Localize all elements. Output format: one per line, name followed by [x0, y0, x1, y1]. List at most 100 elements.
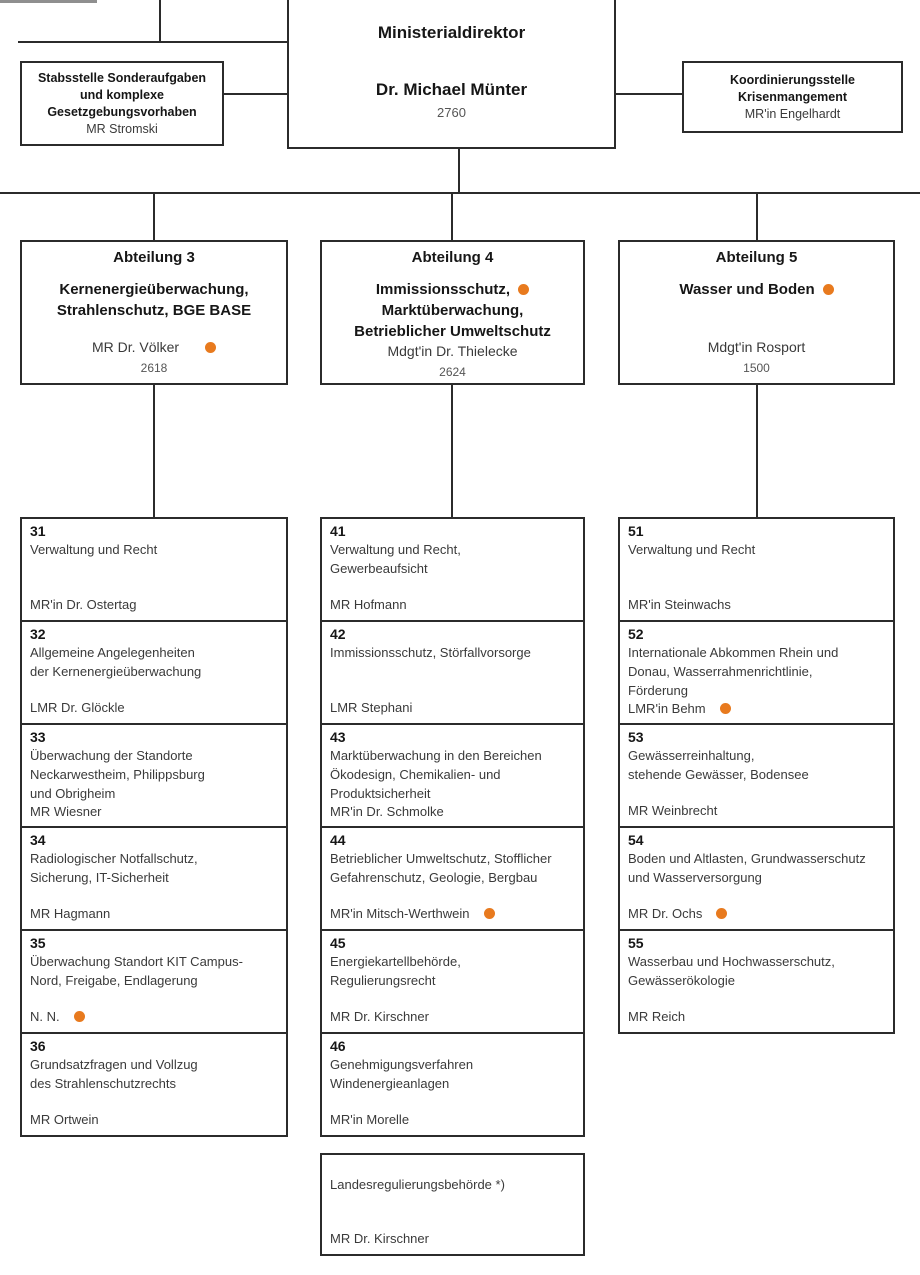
- department-head: Mdgt'in Rosport: [708, 338, 806, 357]
- unit-head: LMR Stephani: [330, 699, 412, 717]
- unit-head: MR Weinbrecht: [628, 802, 717, 820]
- department-subtitle-line: Kernenergieüberwachung,: [59, 281, 249, 298]
- unit-number: 52: [628, 626, 644, 642]
- unit-description: Verwaltung und Recht: [628, 542, 756, 557]
- department-head-name: MR Dr. Völker: [91, 339, 180, 355]
- department-header-abteilung-4: Abteilung 4 Immissionsschutz, Marktüberw…: [320, 240, 585, 385]
- unit-head: MR Dr. Ochs: [628, 905, 728, 923]
- unit-head-name: MR'in Steinwachs: [628, 597, 731, 612]
- unit-description: Überwachung Standort KIT Campus- Nord, F…: [30, 954, 243, 988]
- unit-description: Verwaltung und Recht, Gewerbeaufsicht: [330, 542, 461, 576]
- unit-number: 36: [30, 1038, 46, 1054]
- unit-description: Immissionsschutz, Störfallvorsorge: [330, 645, 531, 660]
- connector-line: [451, 193, 453, 240]
- unit-head-name: LMR'in Behm: [628, 701, 706, 716]
- status-dot-icon: [822, 284, 834, 295]
- department-title: Abteilung 3: [113, 249, 195, 266]
- unit-head-name: MR'in Dr. Schmolke: [330, 804, 444, 819]
- unit-box-33: 33 Überwachung der Standorte Neckarwesth…: [20, 723, 288, 828]
- department-subtitle: Wasser und Boden: [679, 279, 834, 300]
- unit-head: MR'in Dr. Schmolke: [330, 803, 444, 821]
- unit-head-name: MR'in Morelle: [330, 1112, 410, 1127]
- unit-box-51: 51 Verwaltung und Recht MR'in Steinwachs: [618, 517, 895, 622]
- unit-box-45: 45 Energiekartellbehörde, Regulierungsre…: [320, 929, 585, 1034]
- unit-description: Genehmigungsverfahren Windenergieanlagen: [330, 1057, 474, 1091]
- staff-unit-head: MR Stromski: [86, 121, 158, 136]
- connector-line: [614, 93, 684, 95]
- department-phone: 2624: [439, 365, 466, 379]
- unit-head-name: MR'in Mitsch-Werthwein: [330, 906, 470, 921]
- connector-line: [756, 384, 758, 517]
- connector-line: [0, 192, 920, 194]
- department-subtitle-line: Wasser und Boden: [679, 279, 834, 300]
- staff-unit-title-line: Stabsstelle Sonderaufgaben: [37, 70, 207, 85]
- unit-number: 33: [30, 729, 46, 745]
- unit-description: Gewässerreinhaltung, stehende Gewässer, …: [628, 748, 809, 782]
- unit-head: MR Hagmann: [30, 905, 110, 923]
- unit-number: 45: [330, 935, 346, 951]
- unit-head-name: MR Ortwein: [30, 1112, 99, 1127]
- unit-box-31: 31 Verwaltung und Recht MR'in Dr. Ostert…: [20, 517, 288, 622]
- cropped-box-edge: [0, 0, 97, 3]
- unit-number: 41: [330, 523, 346, 539]
- unit-head: MR Ortwein: [30, 1111, 99, 1129]
- unit-head-name: LMR Stephani: [330, 700, 413, 715]
- coordination-title-line: Koordinierungsstelle: [729, 72, 856, 87]
- department-head-name: Mdgt'in Dr. Thielecke: [387, 343, 518, 359]
- connector-line: [222, 93, 289, 95]
- unit-description: Boden und Altlasten, Grundwasserschutz u…: [628, 851, 866, 885]
- unit-number: 34: [30, 832, 46, 848]
- unit-description: Energiekartellbehörde, Regulierungsrecht: [330, 954, 461, 988]
- department-header-abteilung-3: Abteilung 3 Kernenergieüberwachung, Stra…: [20, 240, 288, 385]
- unit-description: Betrieblicher Umweltschutz, Stofflicher …: [330, 851, 552, 885]
- unit-description: Wasserbau und Hochwasserschutz, Gewässer…: [628, 954, 835, 988]
- unit-box-43: 43 Marktüberwachung in den Bereichen Öko…: [320, 723, 585, 828]
- staff-unit-title-line: Gesetzgebungsvorhaben: [47, 104, 197, 119]
- unit-box-52: 52 Internationale Abkommen Rhein und Don…: [618, 620, 895, 725]
- unit-head: MR'in Dr. Ostertag: [30, 596, 137, 614]
- unit-head: LMR'in Behm: [628, 700, 731, 718]
- department-head: MR Dr. Völker: [91, 338, 217, 357]
- unit-description: Verwaltung und Recht: [30, 542, 158, 557]
- unit-box-53: 53 Gewässerreinhaltung, stehende Gewässe…: [618, 723, 895, 828]
- status-dot-icon: [518, 284, 530, 295]
- unit-head: MR Dr. Kirschner: [330, 1008, 429, 1026]
- unit-head-name: MR Dr. Ochs: [628, 906, 703, 921]
- unit-head: N. N.: [30, 1008, 85, 1026]
- unit-head: MR'in Steinwachs: [628, 596, 731, 614]
- unit-head-name: MR Reich: [628, 1009, 686, 1024]
- department-title: Abteilung 4: [411, 249, 494, 266]
- unit-head-name: MR'in Dr. Ostertag: [30, 597, 137, 612]
- coordination-title-line: Krisenmangement: [737, 89, 848, 104]
- unit-number: 35: [30, 935, 46, 951]
- unit-number: 51: [628, 523, 644, 539]
- director-title: Ministerialdirektor: [377, 23, 526, 42]
- coordination-head: MR'in Engelhardt: [744, 106, 841, 121]
- unit-number: 32: [30, 626, 46, 642]
- connector-line: [18, 41, 289, 43]
- status-dot-icon: [483, 908, 495, 919]
- department-subtitle: Immissionsschutz, Marktüberwachung, Betr…: [354, 279, 551, 342]
- connector-line: [153, 193, 155, 240]
- special-unit-head: MR Dr. Kirschner: [330, 1231, 429, 1246]
- status-dot-icon: [719, 703, 731, 714]
- unit-box-46: 46 Genehmigungsverfahren Windenergieanla…: [320, 1032, 585, 1137]
- unit-box-44: 44 Betrieblicher Umweltschutz, Stofflich…: [320, 826, 585, 931]
- unit-number: 44: [330, 832, 346, 848]
- director-box: Ministerialdirektor Dr. Michael Münter 2…: [287, 0, 616, 149]
- unit-description: Überwachung der Standorte Neckarwestheim…: [30, 748, 205, 801]
- connector-line: [153, 384, 155, 517]
- department-subtitle-text: Wasser und Boden: [679, 281, 815, 298]
- department-subtitle-line: Betrieblicher Umweltschutz: [354, 323, 551, 340]
- unit-box-34: 34 Radiologischer Notfallschutz, Sicheru…: [20, 826, 288, 931]
- special-unit-box-landesregulierungsbehoerde: Landesregulierungsbehörde *) MR Dr. Kirs…: [320, 1153, 585, 1256]
- unit-number: 53: [628, 729, 644, 745]
- department-title: Abteilung 5: [715, 249, 798, 266]
- coordination-box: Koordinierungsstelle Krisenmangement MR'…: [682, 61, 903, 133]
- unit-description: Marktüberwachung in den Bereichen Ökodes…: [330, 748, 542, 801]
- unit-description: Internationale Abkommen Rhein und Donau,…: [628, 645, 839, 698]
- department-subtitle-line: Strahlenschutz, BGE BASE: [56, 302, 252, 319]
- unit-head-name: MR Weinbrecht: [628, 803, 718, 818]
- unit-number: 54: [628, 832, 644, 848]
- unit-description: Radiologischer Notfallschutz, Sicherung,…: [30, 851, 198, 885]
